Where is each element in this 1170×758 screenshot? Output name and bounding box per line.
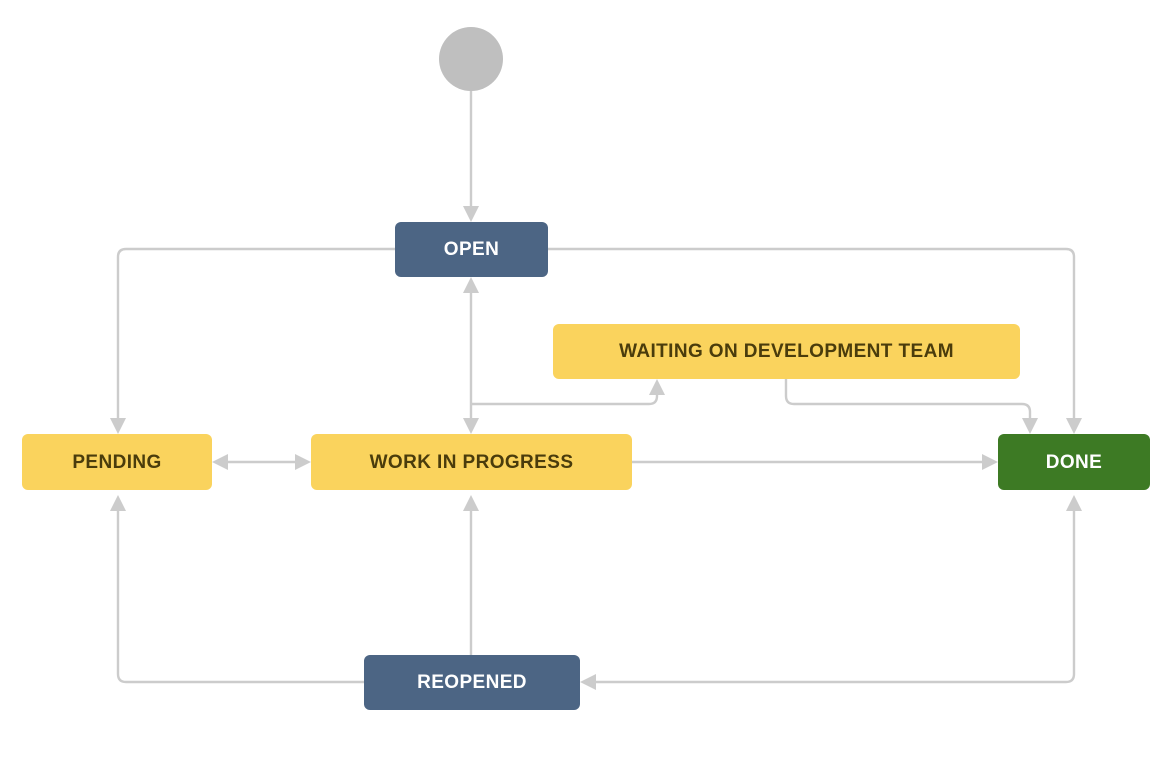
node-reopened-label: REOPENED bbox=[417, 672, 527, 693]
edge-start-to-open bbox=[463, 91, 479, 222]
node-done[interactable]: DONE bbox=[998, 434, 1150, 490]
node-open-label: OPEN bbox=[443, 239, 500, 260]
node-waiting-on-development-team-label: WAITING ON DEVELOPMENT TEAM bbox=[619, 341, 954, 362]
node-done-label: DONE bbox=[1045, 451, 1103, 473]
edge-pending-work-in-progress bbox=[212, 454, 311, 470]
edge-reopened-to-pending bbox=[110, 495, 364, 684]
edge-open-to-done bbox=[548, 247, 1082, 434]
edge-done-reopened bbox=[580, 495, 1082, 690]
node-work-in-progress-label: WORK IN PROGRESS bbox=[369, 451, 574, 473]
edge-open-to-pending bbox=[110, 247, 395, 434]
node-pending[interactable]: PENDING bbox=[22, 434, 212, 490]
edge-work-in-progress-to-waiting bbox=[471, 379, 665, 406]
start-state-circle[interactable] bbox=[439, 27, 503, 91]
edge-reopened-to-work-in-progress bbox=[463, 495, 479, 655]
node-reopened[interactable]: REOPENED bbox=[364, 655, 580, 710]
node-work-in-progress[interactable]: WORK IN PROGRESS bbox=[311, 434, 632, 490]
node-open[interactable]: OPEN bbox=[395, 222, 548, 277]
node-waiting-on-development-team[interactable]: WAITING ON DEVELOPMENT TEAM bbox=[553, 324, 1020, 379]
node-pending-label: PENDING bbox=[72, 451, 162, 473]
edge-open-work-in-progress bbox=[463, 277, 479, 434]
edge-waiting-to-done bbox=[784, 379, 1038, 434]
edge-work-in-progress-to-done bbox=[632, 454, 998, 470]
